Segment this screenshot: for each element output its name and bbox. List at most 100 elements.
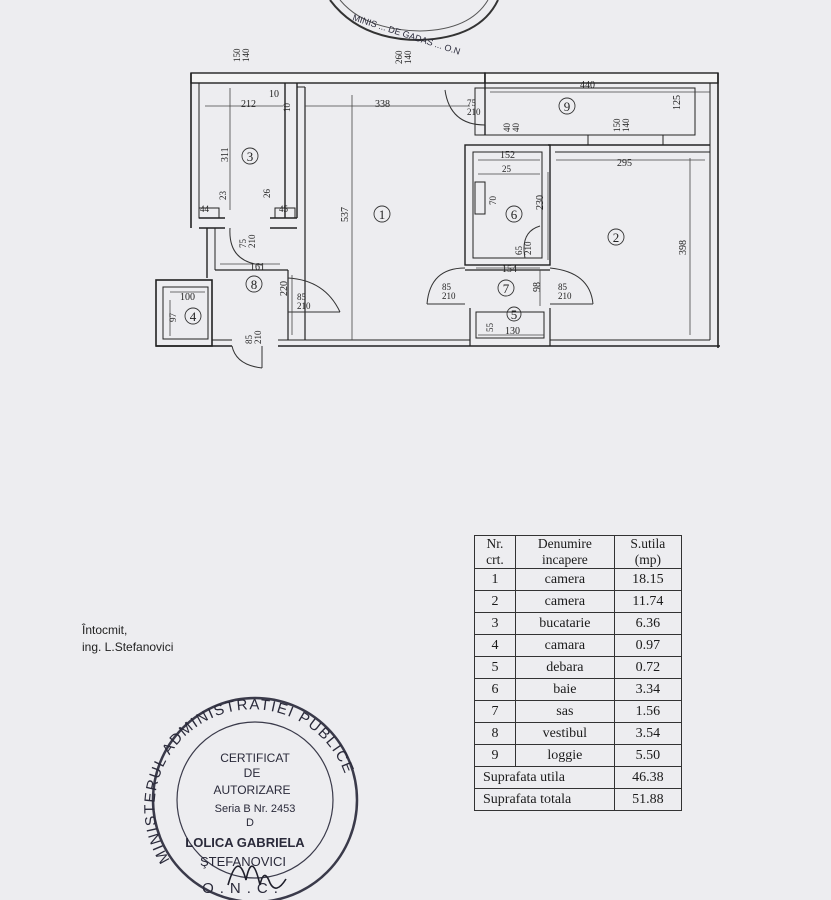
dim-44: 44 [200,204,210,214]
dim-97: 97 [168,313,178,323]
table-row: 6 baie 3.34 [474,678,683,701]
dim-65-210: 65210 [514,241,533,255]
room-1-number: 1 [379,207,386,222]
author-block: Întocmit, ing. L.Stefanovici [82,622,173,656]
top-stamp: MINIS ... DE GADAS ... O.N [329,0,499,57]
stamp-line-1: CERTIFICAT [220,751,290,765]
dim-125: 125 [672,95,683,110]
table-header-row: Nr. crt. Denumire incapere S.utila (mp) [474,535,683,569]
total-area-value: 51.88 [613,788,683,811]
stamp-line-6: LOLICA GABRIELA [185,835,305,850]
room-9-circle [558,97,576,115]
dim-10v: 10 [282,103,292,113]
total-area-row: Suprafata totala 51.88 [474,788,683,811]
row-area: 1.56 [613,700,683,723]
row-area: 3.34 [613,678,683,701]
header-nr: Nr. crt. [474,535,516,569]
useful-area-label: Suprafata utila [474,766,615,789]
author-label: Întocmit, [82,623,128,637]
dim-161: 161 [250,262,265,273]
dim-220: 220 [279,281,290,296]
row-name: camera [514,568,615,591]
areas-table: Nr. crt. Denumire incapere S.utila (mp) … [474,535,683,811]
table-row: 7 sas 1.56 [474,700,683,723]
signature [227,865,287,889]
room-2-circle [607,228,625,246]
dim-150-140-top: 150140 [232,48,251,62]
row-nr: 8 [474,722,516,745]
room-numbers [184,97,625,325]
room-5-circle [506,306,522,322]
dim-40-40: 4040 [502,123,521,133]
room-7-circle [497,279,515,297]
useful-area-row: Suprafata utila 46.38 [474,766,683,789]
dim-55: 55 [485,323,495,333]
dim-25: 25 [502,164,512,174]
table-row: 3 bucatarie 6.36 [474,612,683,635]
dim-10: 10 [269,89,279,100]
dim-85-210-entry: 85210 [244,330,263,344]
row-area: 5.50 [613,744,683,767]
room-6-circle [505,205,523,223]
room-7-number: 7 [503,281,510,296]
table-row: 8 vestibul 3.54 [474,722,683,745]
row-name: vestibul [514,722,615,745]
row-area: 0.97 [613,634,683,657]
stamp-line-4: Seria B Nr. 2453 [215,803,296,815]
room-1-circle [373,205,391,223]
dim-260-140-top: 260140 [394,50,413,64]
dim-70: 70 [488,196,498,206]
dim-398: 398 [678,240,689,255]
row-nr: 6 [474,678,516,701]
dim-338: 338 [375,99,390,110]
room-4-number: 4 [190,309,197,324]
row-name: debara [514,656,615,679]
room-3-number: 3 [247,149,254,164]
row-name: camera [514,590,615,613]
dim-100: 100 [180,292,195,303]
room-8-circle [245,275,263,293]
table-row: 2 camera 11.74 [474,590,683,613]
stamp-line-3: AUTORIZARE [213,783,290,797]
total-area-label: Suprafata totala [474,788,615,811]
row-area: 6.36 [613,612,683,635]
row-area: 18.15 [613,568,683,591]
dim-537: 537 [340,207,351,222]
row-name: loggie [514,744,615,767]
dim-150-140-loggia: 150140 [612,118,631,132]
room-8-number: 8 [251,277,258,292]
stamp-line-5: D [246,817,254,829]
row-name: camara [514,634,615,657]
stamp-line-2: DE [244,766,261,780]
walls [155,72,720,348]
dim-295: 295 [617,158,632,169]
dim-45: 45 [279,204,289,214]
stamp-bottom: O.N.C. [202,880,284,897]
stamp-line-7: ŞTEFANOVICI [200,854,286,869]
room-3-circle [241,147,259,165]
useful-area-value: 46.38 [613,766,683,789]
row-name: bucatarie [514,612,615,635]
dim-23: 23 [218,191,228,201]
row-nr: 1 [474,568,516,591]
row-nr: 5 [474,656,516,679]
dim-152: 152 [500,150,515,161]
certification-stamp: MINISTERUL ADMINISTRATIEI PUBLICE CERTIF… [142,696,359,900]
room-4-circle [184,307,202,325]
row-name: sas [514,700,615,723]
room-6-number: 6 [511,207,518,222]
row-area: 0.72 [613,656,683,679]
row-nr: 7 [474,700,516,723]
dim-154: 154 [502,264,517,275]
table-row: 9 loggie 5.50 [474,744,683,767]
dim-75-210-kitchen: 75210 [238,234,257,248]
dim-440: 440 [580,80,595,91]
table-row: 4 camara 0.97 [474,634,683,657]
header-area: S.utila (mp) [613,535,683,569]
table-row: 1 camera 18.15 [474,568,683,591]
